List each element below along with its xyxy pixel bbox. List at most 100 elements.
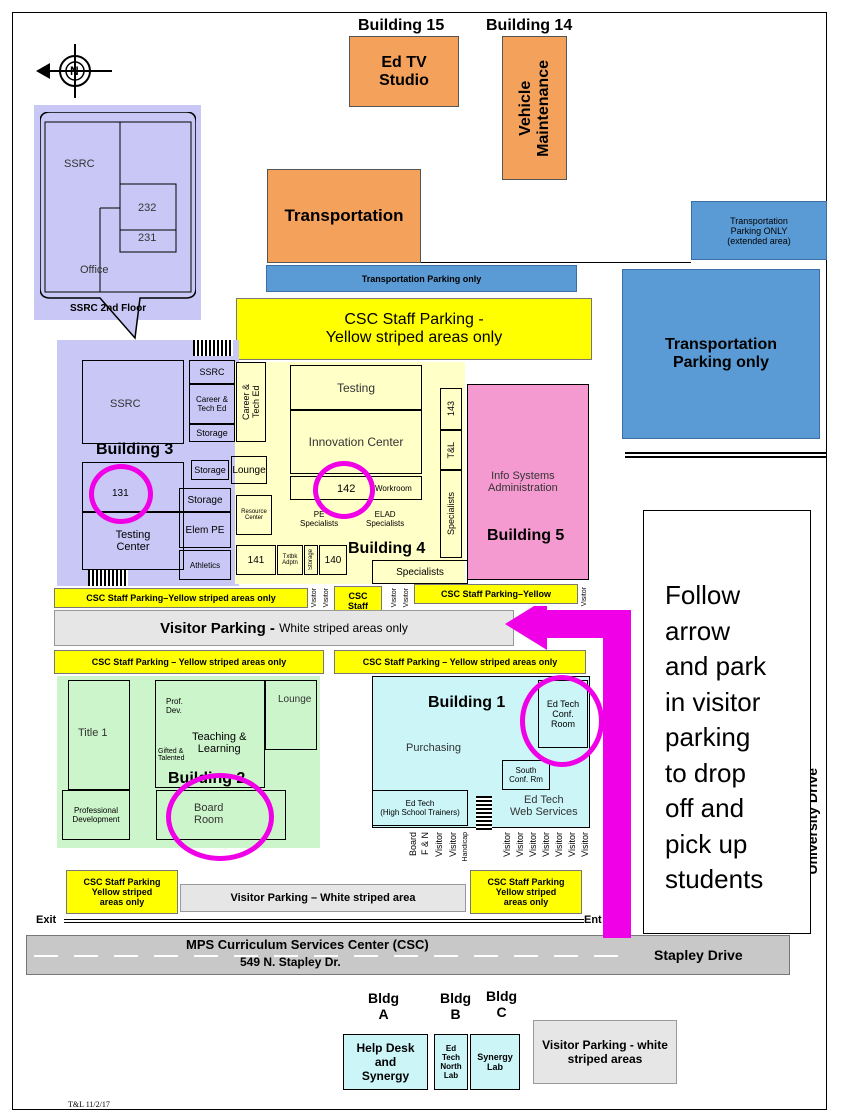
purchasing-label: Purchasing [406,742,462,754]
ssrc-inset-ssrc: SSRC [64,158,95,170]
visitor-parking-white-bottom: Visitor Parking - white striped areas [533,1020,677,1084]
tl-room: T&L [440,430,462,470]
instruction-text: Follow arrow and park in visitor parking… [665,580,767,894]
csc-staff-parking-top: CSC Staff Parking - Yellow striped areas… [236,298,592,360]
exit-line [64,919,584,923]
south-conf-room: South Conf. Rm [502,760,550,790]
csc-staff-parking-row2-right: CSC Staff Parking – Yellow striped areas… [334,650,586,674]
building-3-name: Building 3 [96,441,174,458]
help-desk-synergy: Help Desk and Synergy [343,1034,428,1090]
building-4-name: Building 4 [348,540,426,557]
csc-name: MPS Curriculum Services Center (CSC) [186,937,429,952]
highlight-circle-board-room [166,773,274,861]
compass-letter: N [70,64,79,78]
info-systems-admin: Info Systems Administration [488,470,558,494]
ed-tech-north-lab: Ed Tech North Lab [434,1034,468,1090]
ed-tech-hs-trainers: Ed Tech (High School Trainers) [372,790,468,826]
stairs-icon [88,570,128,586]
exit-label: Exit [36,914,57,926]
instruction-panel [643,510,811,934]
highlight-circle-142 [313,461,375,519]
room-143: 143 [440,388,462,430]
room-140: 140 [319,545,347,575]
transportation-parking-big: Transportation Parking only [622,269,820,439]
transportation-building: Transportation [267,169,421,263]
pe-specialists: PE Specialists [300,510,339,528]
building-4-lounge: Lounge [231,456,267,484]
road-center-dashes [34,955,634,957]
bldg-a-label: Bldg A [368,990,400,1022]
visitor-slot-d: Visitor [402,588,410,608]
specialists-room: Specialists [372,560,468,584]
ssrc-inset-balloon: SSRC 232 231 Office SSRC 2nd Floor [40,112,196,340]
building-3-area [57,340,239,586]
transportation-parking-extended: Transportation Parking ONLY (extended ar… [691,201,827,260]
building-1-name: Building 1 [428,694,506,711]
textbook-adoption: Txtbk Adptn [277,545,303,575]
visitor-slot-a: Visitor [310,588,318,608]
highlight-circle-131 [89,464,153,524]
elad-specialists: ELAD Specialists [366,510,405,528]
map-border [12,12,827,1110]
testing-room: Testing [290,365,422,410]
teaching-learning-label: Teaching & Learning [192,731,247,755]
workroom-label: Workroom [375,484,412,493]
vehicle-maintenance: Vehicle Maintenance [502,36,567,180]
athletics: Athletics [179,550,231,580]
building-3-career-tech: Career & Tech Ed [189,384,235,424]
building-4-career-tech: Career & Tech Ed [236,362,266,442]
footer-note: T&L 11/2/17 [68,1100,110,1109]
title-1-label: Title 1 [78,727,108,739]
road-line [421,262,691,263]
building-3-ssrc-room [82,360,184,444]
resource-center: Resource Center [236,495,272,535]
ed-tv-studio: Ed TV Studio [349,36,459,107]
synergy-lab: Synergy Lab [470,1034,520,1090]
bldg-c-label: Bldg C [486,988,518,1020]
building-4-storage: Storage [304,545,318,575]
stairs-icon [193,340,233,356]
lounge-room [265,680,317,750]
lounge-label: Lounge [278,694,312,705]
building-3-storage-2: Storage [191,460,229,480]
ssrc-inset-232: 232 [138,202,157,214]
building-3-ssrc-label: SSRC [110,398,141,410]
stapley-drive-label: Stapley Drive [654,947,743,963]
csc-staff-parking-bottom-right: CSC Staff Parking Yellow striped areas o… [470,870,582,914]
road-double-line [625,452,827,458]
entrance-label: Ent [584,914,602,926]
building-15-label: Building 15 [358,17,445,34]
csc-staff-parking-row2-left: CSC Staff Parking – Yellow striped areas… [54,650,324,674]
room-141: 141 [236,545,276,575]
csc-address: 549 N. Stapley Dr. [240,955,341,969]
bldg-b-label: Bldg B [440,990,472,1022]
building-3-ssrc-small: SSRC [189,360,235,384]
visitor-parking-bottom: Visitor Parking – White striped area [180,884,466,912]
highlight-circle-ed-tech [520,675,604,767]
stairs-icon [476,796,492,830]
building-14-label: Building 14 [486,17,573,34]
visitor-slot-b: Visitor [322,588,330,608]
csc-staff-parking-bottom-left: CSC Staff Parking Yellow striped areas o… [66,870,178,914]
csc-staff-parking-row1-left: CSC Staff Parking–Yellow striped areas o… [54,588,308,608]
building-5-name: Building 5 [487,527,565,544]
compass-icon: N [30,38,120,104]
professional-development: Professional Development [62,790,130,840]
building-3-storage-3: Storage [179,488,231,512]
visitor-parking-main: Visitor Parking - White striped areas on… [54,610,514,646]
gifted-talented-label: Gifted & Talented [158,748,185,762]
csc-staff-parking-row1-right: CSC Staff Parking–Yellow [414,584,578,604]
arrow-icon [505,598,637,938]
visitor-slot-c: Visitor [390,588,398,608]
building-5 [467,384,589,580]
ed-tech-web-services: Ed Tech Web Services [510,794,578,818]
ssrc-inset-231: 231 [138,232,157,244]
transportation-parking-strip: Transportation Parking only [266,265,577,292]
specialists-vertical: Specialists [440,470,462,558]
prof-dev-label: Prof. Dev. [166,697,183,715]
building-3-storage-1: Storage [189,424,235,442]
elem-pe: Elem PE [179,512,231,548]
ssrc-inset-caption: SSRC 2nd Floor [70,303,147,314]
title-1-room [68,680,130,790]
ssrc-inset-office: Office [80,264,109,276]
